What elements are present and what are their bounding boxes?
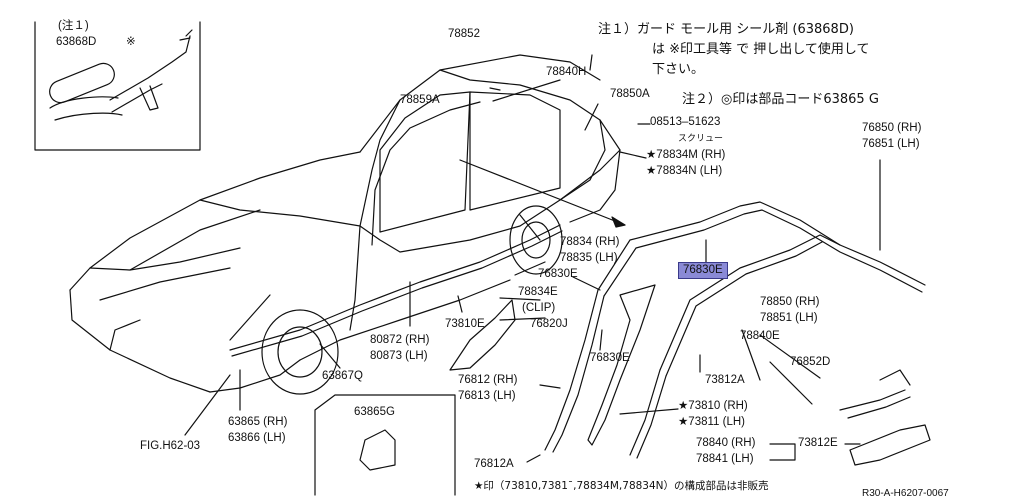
part-73812E: 73812E <box>798 437 838 449</box>
part-73810: ★73810 (RH) <box>678 400 748 412</box>
fender-guard <box>449 299 516 371</box>
part-78841: 78841 (LH) <box>696 453 754 465</box>
inset-note-label: (注１) <box>58 20 89 32</box>
part-76830E-a: 76830E <box>538 268 578 280</box>
part-78840E: 78840E <box>740 330 780 342</box>
lower-strip <box>839 389 911 419</box>
footer-note: ★印（73810,7381ˉ,78834M,78834N）の構成部品は非販売 <box>474 480 769 492</box>
rear-wheel <box>509 205 563 275</box>
part-78840: 78840 (RH) <box>696 437 756 449</box>
inset-part-label: 63868D <box>56 36 97 48</box>
part-76830E-highlighted[interactable]: 76830E <box>678 262 728 279</box>
roof-moulding-assembly <box>544 201 926 459</box>
part-78834M: ★78834M (RH) <box>646 149 726 161</box>
part-63867Q: 63867Q <box>322 370 363 382</box>
arrow-line <box>459 159 626 226</box>
note1-line1: 注１）ガード モール用 シール剤 (63868D) <box>598 22 854 37</box>
part-73812A: 73812A <box>705 374 745 386</box>
front-wheel <box>261 309 339 395</box>
part-78835: 78835 (LH) <box>560 252 618 264</box>
note1-line3: 下さい。 <box>652 62 705 77</box>
sealant-tube <box>49 62 115 104</box>
part-78859A: 78859A <box>400 94 440 106</box>
drawing-code: R30-A-H6207-0067 <box>862 488 949 499</box>
note2: 注２）◎印は部品コード63865 G <box>682 92 879 107</box>
part-76850: 76850 (RH) <box>862 122 922 134</box>
part-78834E: 78834E <box>518 286 558 298</box>
part-76813: 76813 (LH) <box>458 390 516 402</box>
part-76852D: 76852D <box>790 356 831 368</box>
part-63865: 63865 (RH) <box>228 416 288 428</box>
clip-label: (CLIP) <box>522 302 556 314</box>
part-63865G: 63865G <box>354 406 395 418</box>
screw-label: スクリュー <box>678 133 724 143</box>
inset-tool-mark: ※ <box>126 36 136 48</box>
caulking-gun <box>109 29 193 113</box>
part-73810E: 73810E <box>445 318 485 330</box>
side-moulding <box>229 224 561 351</box>
part-80873: 80873 (LH) <box>370 350 428 362</box>
part-78834: 78834 (RH) <box>560 236 620 248</box>
part-76812A: 76812A <box>474 458 514 470</box>
part-76812: 76812 (RH) <box>458 374 518 386</box>
car-body <box>69 54 621 395</box>
part-76830E-b: 76830E <box>590 352 630 364</box>
part-78850A: 78850A <box>610 88 650 100</box>
part-63866: 63866 (LH) <box>228 432 286 444</box>
part-80872: 80872 (RH) <box>370 334 430 346</box>
roof-moulding <box>371 101 481 246</box>
part-08513: 08513–51623 <box>650 116 721 128</box>
fig-reference[interactable]: FIG.H62-03 <box>140 440 201 452</box>
part-73811: ★73811 (LH) <box>678 416 745 428</box>
part-76820J: 76820J <box>530 318 568 330</box>
note1-line2: は ※印工具等 で 押し出して使用して <box>652 42 870 57</box>
part-78850: 78850 (RH) <box>760 296 820 308</box>
part-78840H: 78840H <box>546 66 587 78</box>
part-78851: 78851 (LH) <box>760 312 818 324</box>
inset-frame <box>34 21 201 151</box>
pillar-moulding <box>587 284 656 446</box>
clip-detail-frame <box>314 394 456 496</box>
part-78852: 78852 <box>448 28 480 40</box>
part-78834N: ★78834N (LH) <box>646 165 723 177</box>
part-76851: 76851 (LH) <box>862 138 920 150</box>
